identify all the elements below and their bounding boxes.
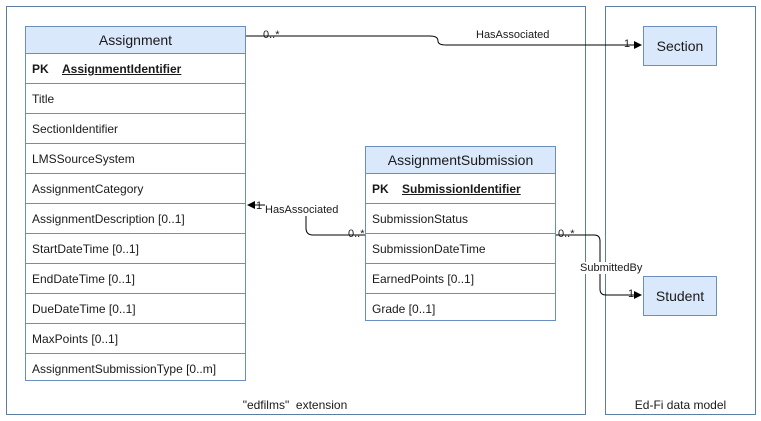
edge-label-has-associated-section: HasAssociated xyxy=(476,29,550,41)
assignment-field: StartDateTime [0..1] xyxy=(26,234,245,264)
edfilms-extension-label: "edfilms" extension xyxy=(242,398,348,412)
assignment-field: AssignmentCategory xyxy=(26,174,245,204)
section-entity[interactable]: Section xyxy=(643,26,717,66)
multiplicity-assignment-source: 0..* xyxy=(263,29,280,41)
assignment-field: SectionIdentifier xyxy=(26,114,245,144)
assignment-field: DueDateTime [0..1] xyxy=(26,294,245,324)
primary-key-tag: PK xyxy=(372,182,389,196)
submission-identifier-field: SubmissionIdentifier xyxy=(402,182,521,196)
assignment-pk-row: PK AssignmentIdentifier xyxy=(26,54,245,84)
edge-label-submitted-by: SubmittedBy xyxy=(580,262,643,274)
multiplicity-section-target: 1 xyxy=(624,38,631,50)
multiplicity-submission-student-source: 0..* xyxy=(558,228,575,240)
edfi-data-model-label: Ed-Fi data model xyxy=(634,398,727,412)
edfilms-extension-container xyxy=(6,6,586,415)
edge-assignment-section xyxy=(246,35,642,49)
assignment-field: LMSSourceSystem xyxy=(26,144,245,174)
assignment-entity-title: Assignment xyxy=(26,27,245,54)
assignment-field: AssignmentDescription [0..1] xyxy=(26,204,245,234)
submission-field: SubmissionDateTime xyxy=(366,234,555,264)
multiplicity-submission-source: 0..* xyxy=(348,228,365,240)
submission-field: EarnedPoints [0..1] xyxy=(366,264,555,294)
assignment-field: EndDateTime [0..1] xyxy=(26,264,245,294)
submission-field: SubmissionStatus xyxy=(366,204,555,234)
assignment-submission-entity[interactable]: AssignmentSubmission PK SubmissionIdentif… xyxy=(365,146,556,321)
student-entity[interactable]: Student xyxy=(643,276,717,316)
assignment-submission-entity-title: AssignmentSubmission xyxy=(366,147,555,174)
edge-label-has-associated-assignment: HasAssociated xyxy=(265,204,339,216)
multiplicity-assignment-target: 1 xyxy=(256,200,263,212)
primary-key-tag: PK xyxy=(32,62,49,76)
assignment-field: Title xyxy=(26,84,245,114)
edfi-data-model-container xyxy=(605,6,756,415)
assignment-field: AssignmentSubmissionType [0..m] xyxy=(32,362,217,376)
submission-pk-row: PK SubmissionIdentifier xyxy=(366,174,555,204)
multiplicity-student-target: 1 xyxy=(628,288,635,300)
assignment-field: MaxPoints [0..1] xyxy=(26,324,245,354)
assignment-identifier-field: AssignmentIdentifier xyxy=(62,62,182,76)
submission-field: Grade [0..1] xyxy=(372,302,436,316)
